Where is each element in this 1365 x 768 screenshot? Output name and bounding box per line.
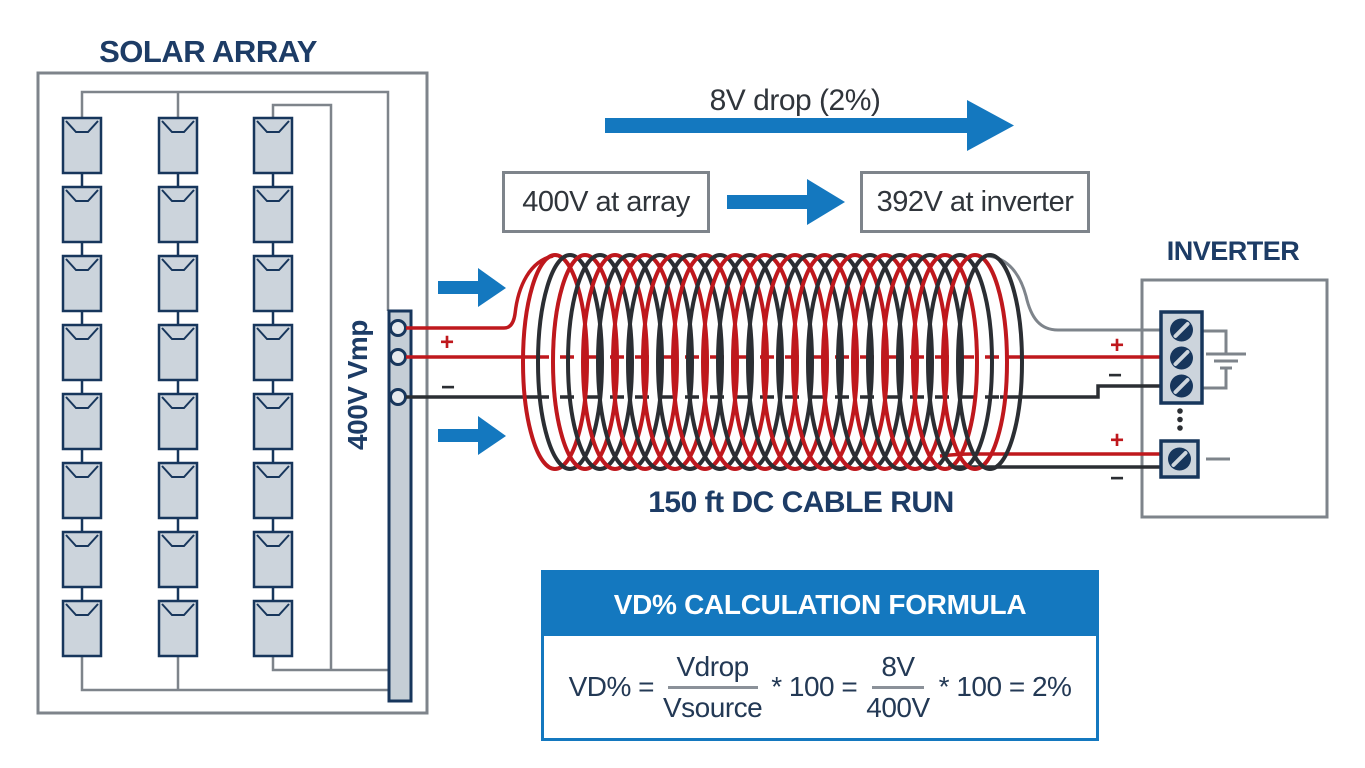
voltage-at-array-text: 400V at array: [522, 185, 690, 218]
array-vmp-label: 400V Vmp: [342, 320, 373, 450]
busbar-minus-label: −: [441, 374, 455, 401]
solar-panel-grid: [61, 116, 294, 658]
solar-panel: [61, 254, 103, 325]
formula-op-2: * 100 = 2%: [938, 671, 1072, 702]
formula-op-1: * 100 =: [771, 671, 858, 702]
current-arrow-top: [438, 268, 506, 307]
inverter-plus-label: +: [1110, 332, 1124, 359]
voltage-drop-label: 8V drop (2%): [709, 84, 881, 117]
solar-array-frame: [36, 71, 429, 715]
solar-panel: [61, 530, 103, 601]
aux-plus-label: +: [1110, 427, 1124, 454]
formula-fraction-numeric: 8V 400V: [866, 652, 930, 723]
busbar-plus-label: +: [440, 329, 454, 356]
solar-panel: [157, 185, 199, 256]
terminal-screws: [1168, 318, 1193, 471]
box-to-box-arrow: [727, 179, 845, 225]
solar-panel: [61, 461, 103, 532]
voltage-at-inverter-box: 392V at inverter: [860, 171, 1090, 233]
solar-panel: [252, 185, 294, 256]
negative-wire: [1000, 384, 1161, 399]
combiner-busbar: [387, 309, 413, 703]
solar-panel: [252, 530, 294, 601]
dc-link-battery-symbol: [1202, 329, 1246, 390]
solar-panel: [61, 392, 103, 463]
polarity-labels: + − + − + −: [440, 329, 1124, 492]
solar-panel: [157, 254, 199, 325]
formula-numerator-1: Vdrop: [667, 652, 758, 689]
voltage-at-inverter-text: 392V at inverter: [876, 185, 1074, 218]
voltage-at-array-box: 400V at array: [502, 171, 710, 233]
solar-panel: [157, 323, 199, 394]
solar-panel: [252, 323, 294, 394]
terminal-screw: [1170, 374, 1193, 398]
string-wiring: [80, 90, 390, 692]
current-arrow-bottom: [438, 416, 506, 455]
solar-panel: [61, 116, 103, 187]
solar-panel: [252, 599, 294, 658]
solar-panel: [157, 116, 199, 187]
more-terminals-ellipsis: [1177, 408, 1183, 431]
terminal-screw: [1170, 318, 1193, 342]
formula-box: VD% CALCULATION FORMULA VD% = Vdrop Vsou…: [541, 570, 1099, 741]
formula-header: VD% CALCULATION FORMULA: [544, 573, 1096, 636]
solar-panel: [157, 392, 199, 463]
busbar-terminals: [389, 319, 407, 406]
solar-panel: [61, 323, 103, 394]
solar-panel: [157, 461, 199, 532]
aux-minus-label: −: [1110, 465, 1124, 492]
ground-lead-out-of-coil: [987, 254, 1161, 332]
solar-panel: [252, 461, 294, 532]
solar-panel: [157, 599, 199, 658]
solar-panel: [61, 599, 103, 658]
voltage-drop-arrow: [605, 100, 1014, 151]
solar-panel: [252, 116, 294, 187]
positive-lead-into-coil: [406, 254, 554, 330]
dc-cable-coil: [521, 253, 1024, 471]
solar-panel: [252, 254, 294, 325]
solar-array-title: SOLAR ARRAY: [99, 34, 317, 69]
solar-panel: [252, 392, 294, 463]
formula-denominator-2: 400V: [866, 691, 930, 723]
formula-lhs: VD% =: [568, 671, 655, 702]
terminal-screw: [1170, 346, 1193, 370]
inverter-minus-label: −: [1108, 362, 1122, 389]
flow-arrows: [438, 100, 1014, 455]
formula-fraction-symbolic: Vdrop Vsource: [663, 652, 763, 723]
formula-numerator-2: 8V: [872, 652, 924, 689]
formula-denominator-1: Vsource: [663, 691, 763, 723]
solar-panel: [61, 185, 103, 256]
cable-run-label: 150 ft DC CABLE RUN: [648, 486, 954, 519]
solar-panel: [157, 530, 199, 601]
formula-expression: VD% = Vdrop Vsource * 100 = 8V 400V * 10…: [544, 636, 1096, 738]
inverter-title: INVERTER: [1166, 236, 1300, 266]
aux-terminal-screw: [1168, 447, 1191, 471]
